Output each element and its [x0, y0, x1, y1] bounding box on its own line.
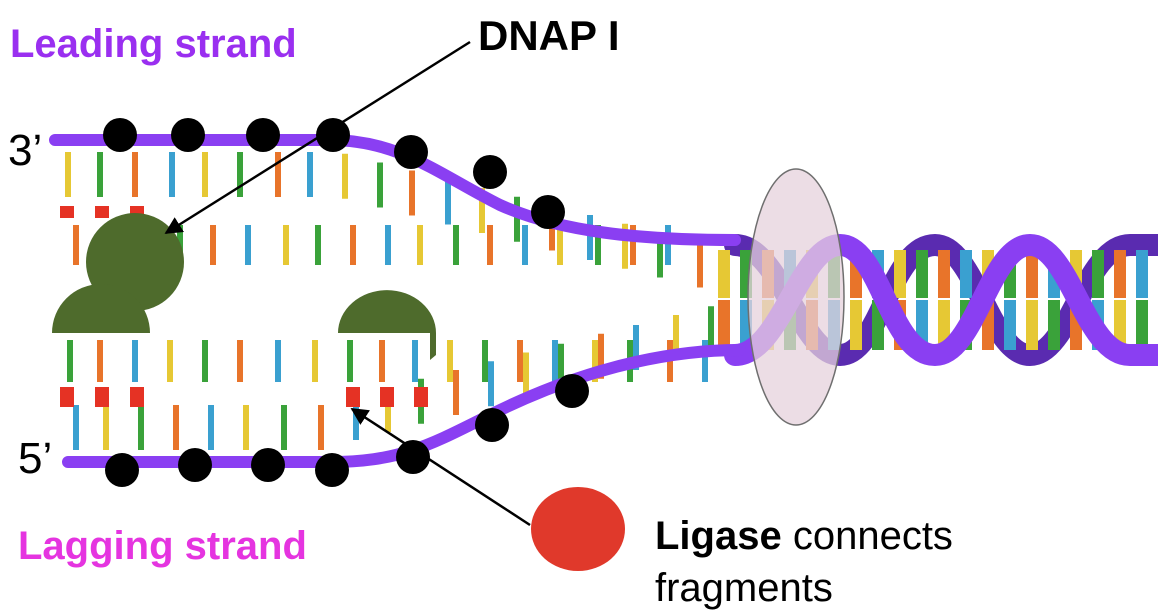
- helix-base: [1114, 300, 1126, 350]
- helix-base: [1114, 250, 1126, 298]
- helix-base: [1136, 250, 1148, 298]
- phosphate-dot: [178, 448, 212, 482]
- leading-strand-label: Leading strand: [10, 22, 297, 66]
- helix-base: [1092, 250, 1104, 298]
- phosphate-dot: [531, 195, 565, 229]
- phosphate-dot: [475, 408, 509, 442]
- primer-block: [414, 387, 428, 407]
- dnap-enzyme-3: [338, 290, 436, 360]
- phosphate-dot: [105, 453, 139, 487]
- helix-base: [1136, 300, 1148, 350]
- phosphate-dot: [246, 118, 280, 152]
- rna-primers: [60, 206, 428, 407]
- helix-base: [916, 250, 928, 298]
- primer-block: [60, 387, 74, 407]
- ligase-bold-word: Ligase: [655, 514, 782, 558]
- helicase: [747, 168, 845, 426]
- ligase-caption-line2: fragments: [655, 566, 833, 610]
- primer-block: [60, 206, 74, 218]
- helix-base: [894, 250, 906, 298]
- helix-base: [1026, 250, 1038, 298]
- helix-base: [1048, 300, 1060, 350]
- phosphate-dot: [315, 453, 349, 487]
- phosphate-dot: [103, 118, 137, 152]
- ligase-enzyme: [531, 487, 625, 571]
- helix-base: [718, 250, 730, 298]
- phosphate-dot: [251, 448, 285, 482]
- helix-base: [1026, 300, 1038, 350]
- dnap-enzyme-2: [52, 284, 150, 333]
- phosphate-dot: [555, 374, 589, 408]
- primer-block: [346, 387, 360, 407]
- five-prime-label: 5’: [18, 434, 53, 483]
- phosphate-dot: [473, 155, 507, 189]
- three-prime-label: 3’: [8, 126, 43, 175]
- phosphate-dot: [394, 135, 428, 169]
- phosphate-dot: [396, 440, 430, 474]
- ligase-caption-rest: connects: [781, 514, 953, 558]
- phosphate-dots: [103, 118, 589, 487]
- ligase-pointer-arrow: [350, 407, 531, 527]
- primer-block: [95, 387, 109, 407]
- primer-block: [380, 387, 394, 407]
- leading-strand-backbone: [49, 134, 741, 246]
- helix-base: [850, 300, 862, 350]
- primer-block: [95, 206, 109, 218]
- dnap-pointer-arrow: [164, 40, 471, 235]
- phosphate-dot: [316, 118, 350, 152]
- lagging-strand-label: Lagging strand: [18, 524, 307, 568]
- helix-base: [960, 250, 972, 298]
- helix-base: [938, 250, 950, 298]
- dnap-label: DNAP I: [478, 12, 620, 59]
- helix-base: [1004, 300, 1016, 350]
- helix-base: [718, 300, 730, 350]
- primer-block: [130, 387, 144, 407]
- ligase-caption: Ligase connects fragments: [655, 510, 953, 614]
- phosphate-dot: [171, 118, 205, 152]
- dnap-enzymes: [52, 213, 436, 360]
